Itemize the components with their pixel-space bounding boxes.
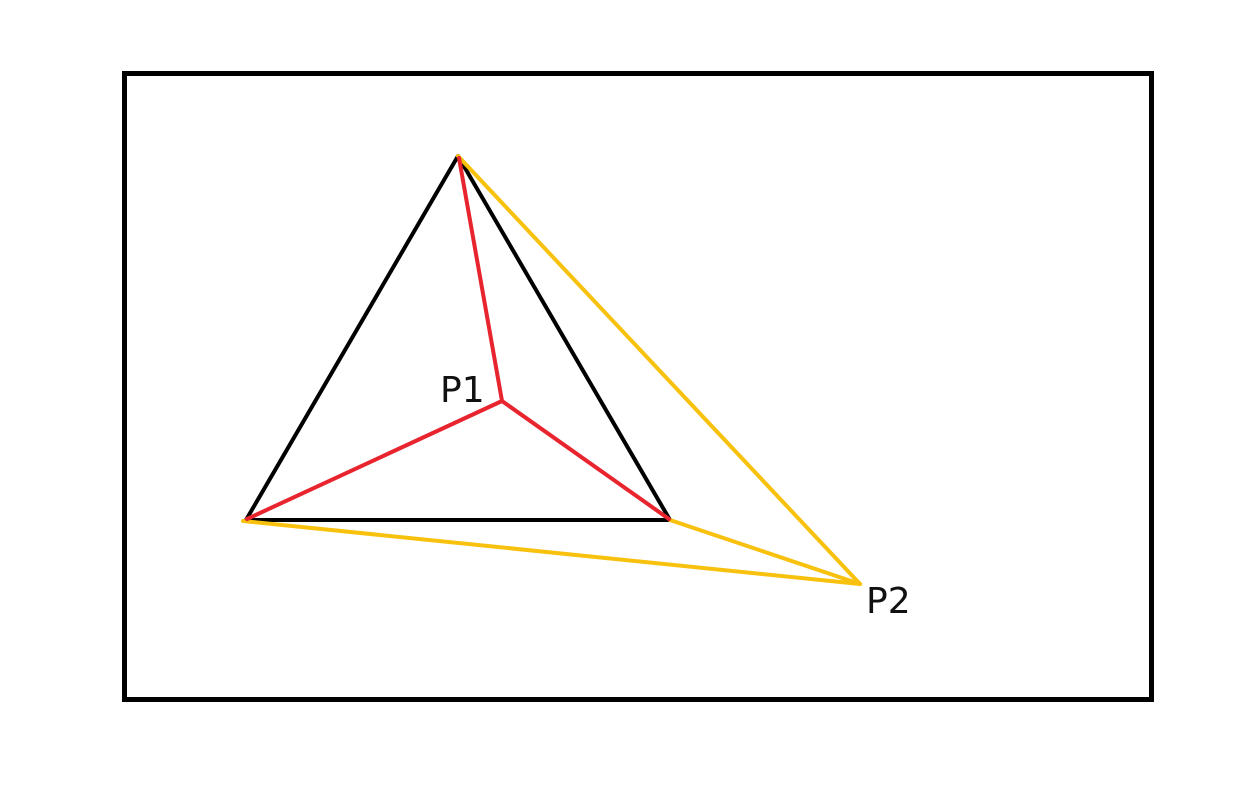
point-label-p1: P1 — [440, 370, 485, 411]
p1-connector-lines — [245, 156, 671, 521]
triangle-edge-right — [456, 154, 672, 522]
black-triangle — [244, 154, 672, 522]
bounding-frame — [122, 71, 1154, 702]
p2-connector-lines — [241, 154, 862, 586]
line-p1-to-right-vertex — [500, 399, 671, 521]
line-p1-to-top-vertex — [457, 156, 504, 403]
triangle-edge-left — [244, 154, 460, 522]
line-p1-to-left-vertex — [245, 399, 504, 521]
line-right-vertex-to-p2 — [668, 518, 862, 586]
point-label-p2: P2 — [866, 581, 911, 622]
line-top-vertex-to-p2 — [456, 154, 862, 586]
line-left-vertex-to-p2 — [241, 519, 862, 586]
